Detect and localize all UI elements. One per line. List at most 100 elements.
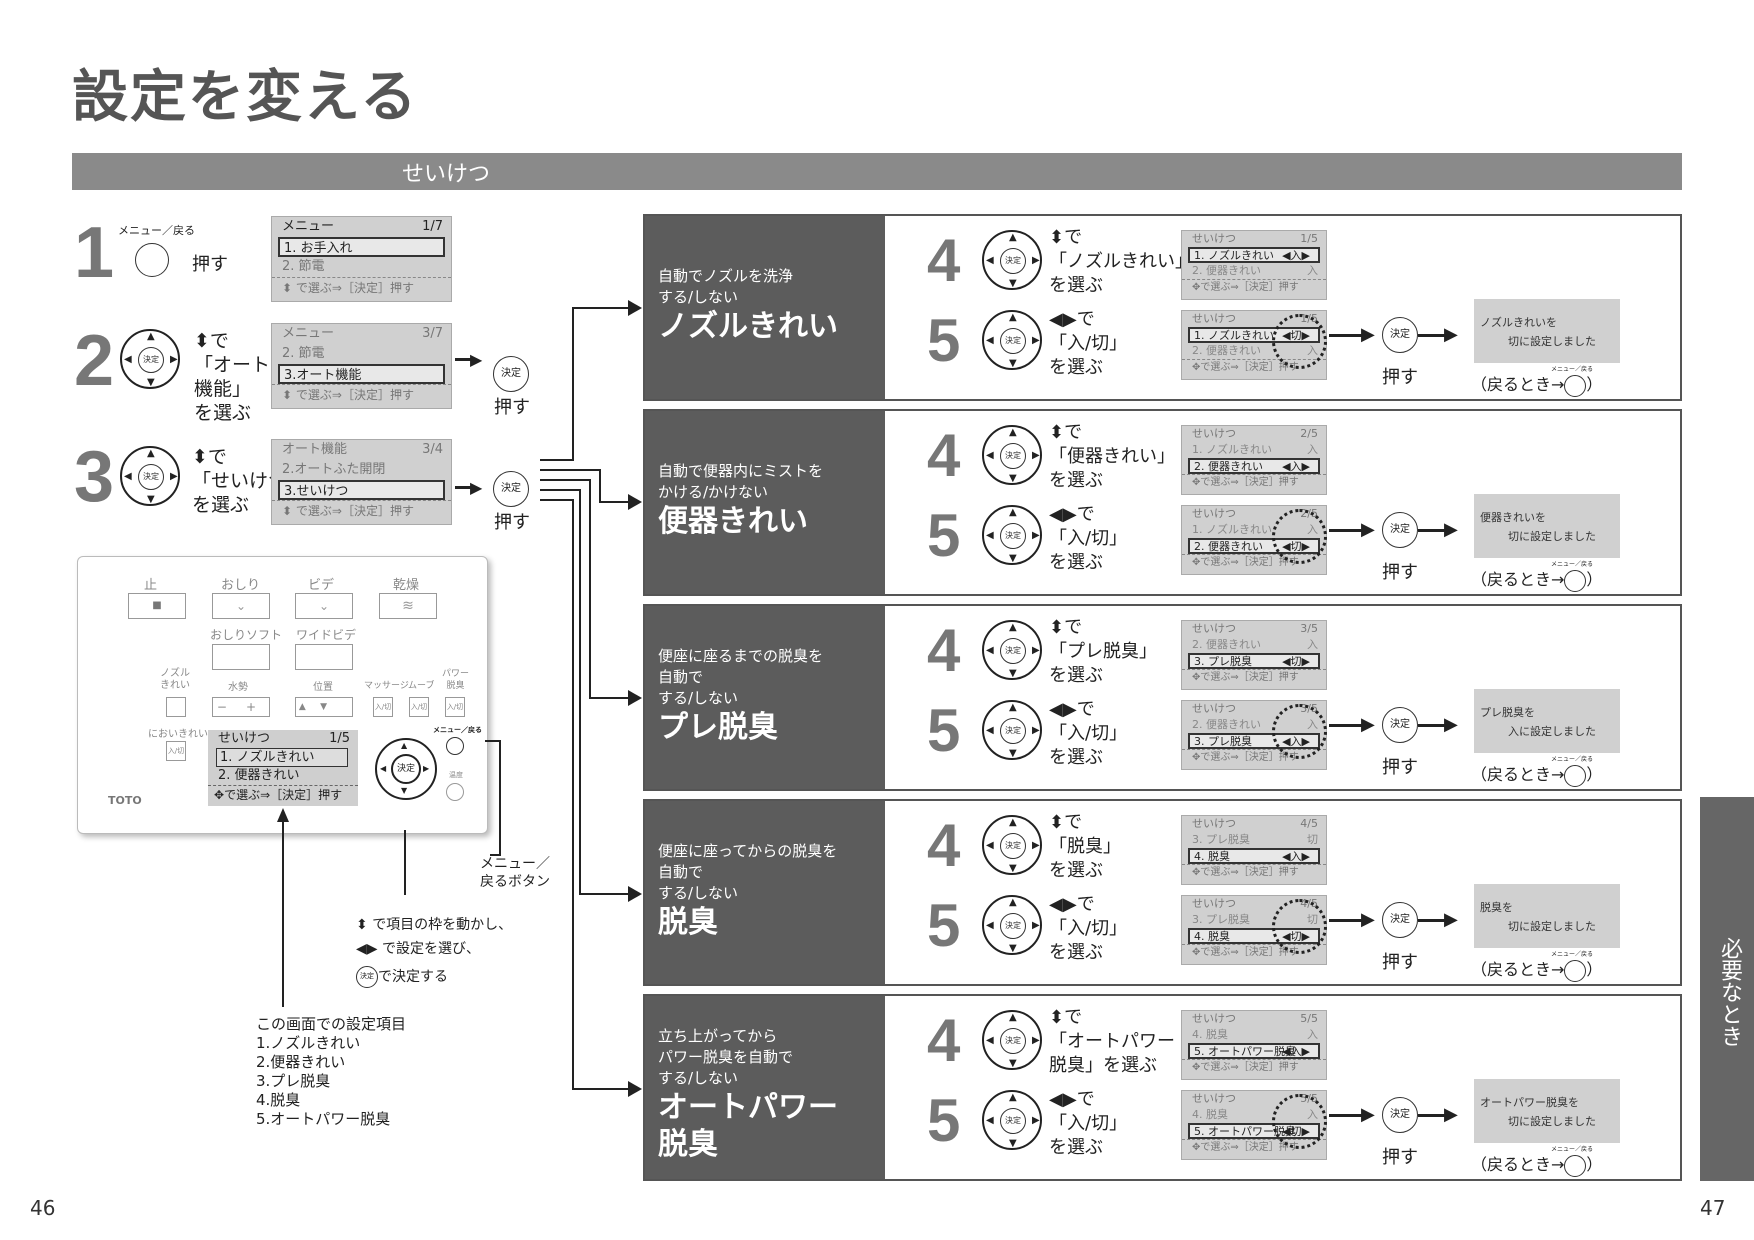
updown-icon: ⬍ xyxy=(1049,812,1065,833)
step-4-dpad[interactable]: 決定▲▼◀▶ xyxy=(982,230,1042,290)
confirmation-message: オートパワー脱臭を切に設定しました xyxy=(1474,1079,1620,1143)
step-5-dpad[interactable]: 決定▲▼◀▶ xyxy=(982,505,1042,565)
step-4-dpad[interactable]: 決定▲▼◀▶ xyxy=(982,815,1042,875)
step-5-text: ◀▶で「入/切」を選ぶ xyxy=(1049,309,1128,378)
wide-bidet-button[interactable] xyxy=(295,644,353,670)
dpad-icon: ✥ xyxy=(1192,557,1201,568)
position-control[interactable]: ▲ ▼ xyxy=(295,697,353,717)
wide-bidet-label: ワイドビデ xyxy=(296,628,357,642)
panel-header: 自動で便器内にミストをかける/かけない 便器きれい xyxy=(645,411,885,594)
massage-label: マッサージ xyxy=(364,681,409,691)
remote-dpad[interactable]: 決定 ▲▼◀▶ xyxy=(375,738,437,800)
menu-return-button[interactable] xyxy=(135,243,169,277)
remote-menu-button[interactable] xyxy=(446,737,464,755)
brand-logo: TOTO xyxy=(108,794,142,807)
power-deodorize-toggle[interactable]: 入/切 xyxy=(445,697,465,717)
dry-label: 乾燥 xyxy=(393,578,420,593)
odor-clean-toggle[interactable]: 入/切 xyxy=(166,741,186,761)
step-3-dpad[interactable]: 決定▲▼◀▶ xyxy=(120,446,180,506)
arrow-head-icon: ▶ xyxy=(1361,324,1375,345)
remote-temp-button[interactable] xyxy=(446,783,464,801)
updown-icon: ⬍ xyxy=(1049,1007,1065,1028)
step-5-dpad[interactable]: 決定▲▼◀▶ xyxy=(982,310,1042,370)
remote-control: 止 おしり ビデ 乾燥 ■ ⌄ ⌄ ≋ おしりソフト ワイドビデ ノズル きれい… xyxy=(77,556,488,834)
oshiri-button[interactable]: ⌄ xyxy=(212,593,270,619)
dpad-icon: ✥ xyxy=(1192,282,1201,293)
arrow-line xyxy=(1329,724,1369,727)
step-2-ok-button[interactable]: 決定 xyxy=(493,356,529,392)
updown-icon: ⬍ xyxy=(282,388,293,402)
power-deodorize-label: パワー 脱臭 xyxy=(442,669,470,691)
massage-toggle[interactable]: 入/切 xyxy=(373,697,393,717)
step-4-dpad[interactable]: 決定▲▼◀▶ xyxy=(982,620,1042,680)
menu-return-small-label: メニュー／戻る xyxy=(1551,756,1594,763)
arrow-line xyxy=(455,358,475,361)
oshiri-soft-button[interactable] xyxy=(212,644,270,670)
return-hint: （戻るとき→） xyxy=(1471,566,1602,592)
step-4-text: ⬍で「便器きれい」を選ぶ xyxy=(1049,422,1175,491)
page-number-left: 46 xyxy=(30,1196,56,1220)
step-4-number: 4 xyxy=(927,1007,961,1074)
step-4-text: ⬍で「プレ脱臭」を選ぶ xyxy=(1049,617,1157,686)
setting-panel: 自動でノズルを洗浄する/しない ノズルきれい 4 決定▲▼◀▶ ⬍で「ノズルきれ… xyxy=(643,214,1682,401)
water-pressure-control[interactable]: − + xyxy=(212,697,270,717)
return-hint: （戻るとき→） xyxy=(1471,1151,1602,1177)
section-title: せいけつ xyxy=(402,162,491,187)
step-2-dpad[interactable]: 決定▲▼◀▶ xyxy=(120,329,180,389)
step-4-number: 4 xyxy=(927,617,961,684)
nozzle-clean-button[interactable] xyxy=(166,697,186,717)
dpad-icon: ✥ xyxy=(1192,1142,1201,1153)
dpad-icon: ✥ xyxy=(1192,477,1201,488)
return-hint: （戻るとき→） xyxy=(1471,371,1602,397)
arrow-head-icon: ▶ xyxy=(1444,909,1458,930)
leftright-icon: ◀▶ xyxy=(1049,699,1077,720)
highlight-circle xyxy=(1272,509,1327,564)
step-5-number: 5 xyxy=(927,502,961,569)
setting-panel: 便座に座ってからの脱臭を自動でする/しない 脱臭 4 決定▲▼◀▶ ⬍で「脱臭」… xyxy=(643,799,1682,986)
panel-header: 便座に座ってからの脱臭を自動でする/しない 脱臭 xyxy=(645,801,885,984)
step-5-ok-button[interactable]: 決定 xyxy=(1382,1097,1418,1133)
dpad-icon: ✥ xyxy=(1192,672,1201,683)
arrow-line xyxy=(1418,919,1452,922)
move-toggle[interactable]: 入/切 xyxy=(409,697,429,717)
step-4-number: 4 xyxy=(927,812,961,879)
dpad-icon: ✥ xyxy=(1192,362,1201,373)
step-5-push: 押す xyxy=(1382,952,1418,973)
stop-button[interactable]: ■ xyxy=(128,593,186,619)
step-5-text: ◀▶で「入/切」を選ぶ xyxy=(1049,504,1128,573)
step-5-ok-button[interactable]: 決定 xyxy=(1382,512,1418,548)
step-4-dpad[interactable]: 決定▲▼◀▶ xyxy=(982,1010,1042,1070)
step-5-push: 押す xyxy=(1382,367,1418,388)
dry-button[interactable]: ≋ xyxy=(379,593,437,619)
step-3-ok-button[interactable]: 決定 xyxy=(493,471,529,507)
step-5-ok-button[interactable]: 決定 xyxy=(1382,707,1418,743)
step-5-dpad[interactable]: 決定▲▼◀▶ xyxy=(982,895,1042,955)
arrow-head-icon: ▶ xyxy=(1444,519,1458,540)
oshiri-soft-label: おしりソフト xyxy=(210,628,283,642)
step-5-text: ◀▶で「入/切」を選ぶ xyxy=(1049,1089,1128,1158)
step-4-dpad[interactable]: 決定▲▼◀▶ xyxy=(982,425,1042,485)
step-5-ok-button[interactable]: 決定 xyxy=(1382,902,1418,938)
bidet-button[interactable]: ⌄ xyxy=(295,593,353,619)
updown-icon: ⬍ xyxy=(194,330,210,352)
updown-icon: ⬍ xyxy=(1049,617,1065,638)
step-5-ok-button[interactable]: 決定 xyxy=(1382,317,1418,353)
highlight-circle xyxy=(1272,314,1327,369)
section-bar: せいけつ xyxy=(72,153,1682,190)
confirmation-message: 脱臭を切に設定しました xyxy=(1474,884,1620,948)
step-5-dpad[interactable]: 決定▲▼◀▶ xyxy=(982,700,1042,760)
arrow-line xyxy=(455,486,475,489)
step-5-dpad[interactable]: 決定▲▼◀▶ xyxy=(982,1090,1042,1150)
menu-return-small-label: メニュー／戻る xyxy=(1551,561,1594,568)
step-5-number: 5 xyxy=(927,1087,961,1154)
updown-icon: ⬍ xyxy=(282,281,293,295)
leftright-icon: ◀▶ xyxy=(1049,894,1077,915)
arrow-head-icon: ▶ xyxy=(1361,1104,1375,1125)
page-title: 設定を変える xyxy=(72,65,419,130)
